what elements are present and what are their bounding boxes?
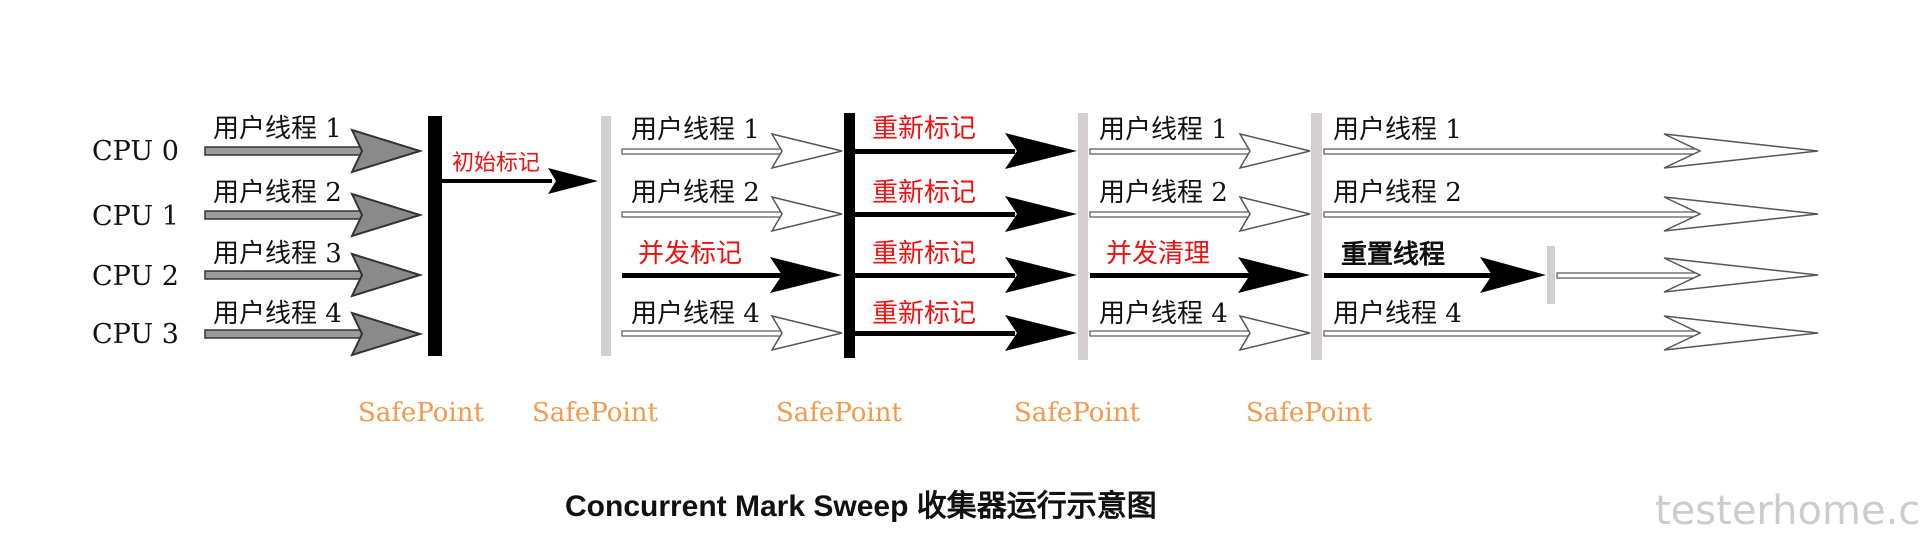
- remark-arrow-cpu1: [855, 196, 1077, 232]
- phase1-arrow-cpu3: [204, 311, 424, 357]
- safepoint-label-5: SafePoint: [1246, 398, 1372, 428]
- phase4-arrow-cpu3: [1089, 314, 1311, 352]
- phase2-row1-label: 用户线程 2: [631, 178, 760, 208]
- safepoint-bar-4: [1078, 113, 1088, 360]
- phase2-arrow-cpu2: [622, 257, 842, 293]
- phase4-arrow-cpu0: [1089, 132, 1311, 170]
- safepoint-bar-5: [1311, 113, 1322, 360]
- safepoint-bar-3: [844, 113, 855, 358]
- phase1-thread-4: 用户线程 4: [213, 299, 342, 329]
- phase5-row0-label: 用户线程 1: [1333, 115, 1462, 145]
- remark-arrow-cpu2: [855, 257, 1077, 293]
- phase5-row3-label: 用户线程 4: [1333, 299, 1462, 329]
- phase4-row1-label: 用户线程 2: [1099, 178, 1228, 208]
- phase1-arrow-cpu1: [204, 192, 424, 238]
- safepoint-label-4: SafePoint: [1014, 398, 1140, 428]
- cpu-3-label: CPU 3: [92, 319, 179, 350]
- initial-mark-arrow: [442, 168, 598, 194]
- initial-mark-label: 初始标记: [452, 151, 540, 176]
- phase5-arrow-cpu2-tail: [1556, 257, 1819, 293]
- safepoint-label-1: SafePoint: [358, 398, 484, 428]
- remark-arrow-cpu0: [855, 133, 1077, 169]
- phase5-arrow-cpu0: [1323, 133, 1819, 169]
- phase2-row0-label: 用户线程 1: [631, 115, 760, 145]
- phase2-arrow-cpu3: [621, 314, 843, 352]
- remark-label-cpu3: 重新标记: [872, 299, 976, 329]
- phase5-arrow-cpu1: [1323, 196, 1819, 232]
- safepoint-label-3: SafePoint: [776, 398, 902, 428]
- remark-label-cpu0: 重新标记: [872, 114, 976, 144]
- phase4-row0-label: 用户线程 1: [1099, 115, 1228, 145]
- phase1-thread-1: 用户线程 1: [213, 114, 342, 144]
- cpu-0-label: CPU 0: [92, 136, 179, 167]
- phase2-arrow-cpu0: [621, 132, 843, 170]
- cpu-1-label: CPU 1: [92, 201, 179, 232]
- phase1-arrow-cpu2: [204, 252, 424, 298]
- reset-thread-label: 重置线程: [1341, 240, 1445, 270]
- phase1-thread-3: 用户线程 3: [213, 239, 342, 269]
- concurrent-mark-label: 并发标记: [638, 239, 742, 269]
- phase5-row1-label: 用户线程 2: [1333, 178, 1462, 208]
- diagram-caption: Concurrent Mark Sweep 收集器运行示意图: [565, 489, 1157, 523]
- phase4-arrow-cpu1: [1089, 195, 1311, 233]
- reset-thread-arrow: [1324, 257, 1546, 293]
- remark-label-cpu1: 重新标记: [872, 178, 976, 208]
- phase1-thread-2: 用户线程 2: [213, 178, 342, 208]
- phase4-arrow-cpu2: [1090, 257, 1310, 293]
- concurrent-sweep-label: 并发清理: [1106, 239, 1210, 269]
- remark-arrow-cpu3: [855, 315, 1077, 351]
- phase1-arrow-cpu0: [204, 128, 424, 174]
- phase5-arrow-cpu3: [1323, 315, 1819, 351]
- cpu-2-label: CPU 2: [92, 261, 179, 292]
- safepoint-bar-1: [428, 116, 442, 356]
- phase2-arrow-cpu1: [621, 195, 843, 233]
- watermark-text: testerhome.com: [1655, 488, 1920, 534]
- phase2-row3-label: 用户线程 4: [631, 299, 760, 329]
- safepoint-bar-2: [601, 116, 611, 356]
- safepoint-label-2: SafePoint: [532, 398, 658, 428]
- reset-end-bar: [1547, 246, 1555, 304]
- remark-label-cpu2: 重新标记: [872, 239, 976, 269]
- phase4-row3-label: 用户线程 4: [1099, 299, 1228, 329]
